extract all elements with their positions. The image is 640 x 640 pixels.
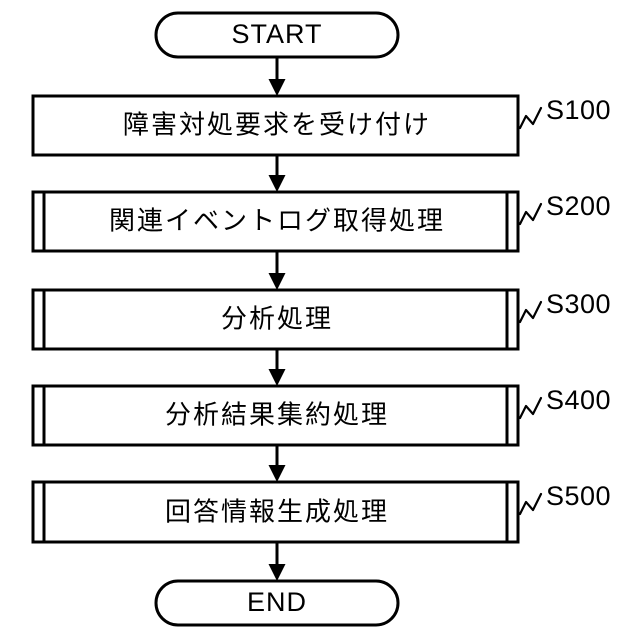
step-number-s300: S300: [546, 289, 611, 319]
end-terminator-label: END: [247, 587, 307, 617]
start-terminator-label: START: [231, 19, 322, 49]
arrow-head-icon: [268, 175, 286, 192]
process-step-4[interactable]: 分析結果集約処理: [31, 384, 520, 447]
step-label-leader-2: [518, 202, 543, 226]
arrow-head-icon: [268, 79, 286, 96]
connector-step5-to-end: [268, 542, 286, 581]
process-step-4-shape: [31, 384, 520, 447]
process-step-1[interactable]: 障害対処要求を受け付け: [31, 94, 520, 157]
squiggle-leader-icon: [518, 202, 543, 226]
connector-step1-to-step2: [268, 155, 286, 192]
step-label-leader-5: [518, 492, 543, 516]
process-step-5[interactable]: 回答情報生成処理: [31, 480, 520, 544]
step-label-leader-4: [518, 396, 543, 420]
process-step-1-shape: [31, 94, 520, 157]
connector-start-to-step1: [268, 57, 286, 96]
step-number-s100: S100: [546, 95, 611, 125]
squiggle-leader-icon: [518, 396, 543, 420]
process-step-3-label: 分析処理: [221, 305, 333, 335]
arrow-head-icon: [268, 564, 286, 581]
connector-step3-to-step4: [268, 349, 286, 386]
squiggle-leader-icon: [518, 106, 543, 130]
step-label-leader-3: [518, 300, 543, 324]
process-step-5-label: 回答情報生成処理: [165, 498, 389, 528]
start-terminator: START: [154, 11, 400, 59]
arrow-head-icon: [268, 273, 286, 290]
connector-step2-to-step3: [268, 251, 286, 290]
process-step-3[interactable]: 分析処理: [31, 288, 520, 351]
process-step-1-label: 障害対処要求を受け付け: [123, 111, 431, 141]
step-label-leader-1: [518, 106, 543, 130]
process-step-2-label: 関連イベントログ取得処理: [109, 207, 445, 237]
step-number-s400: S400: [546, 385, 611, 415]
end-terminator-shape: [154, 579, 400, 627]
process-step-4-label: 分析結果集約処理: [165, 401, 389, 431]
step-number-s500: S500: [546, 481, 611, 511]
process-step-5-shape: [31, 480, 520, 544]
end-terminator: END: [154, 579, 400, 627]
squiggle-leader-icon: [518, 300, 543, 324]
process-step-2[interactable]: 関連イベントログ取得処理: [31, 190, 520, 253]
connector-step4-to-step5: [268, 445, 286, 482]
process-step-3-shape: [31, 288, 520, 351]
step-number-s200: S200: [546, 191, 611, 221]
arrow-head-icon: [268, 369, 286, 386]
squiggle-leader-icon: [518, 492, 543, 516]
arrow-head-icon: [268, 465, 286, 482]
